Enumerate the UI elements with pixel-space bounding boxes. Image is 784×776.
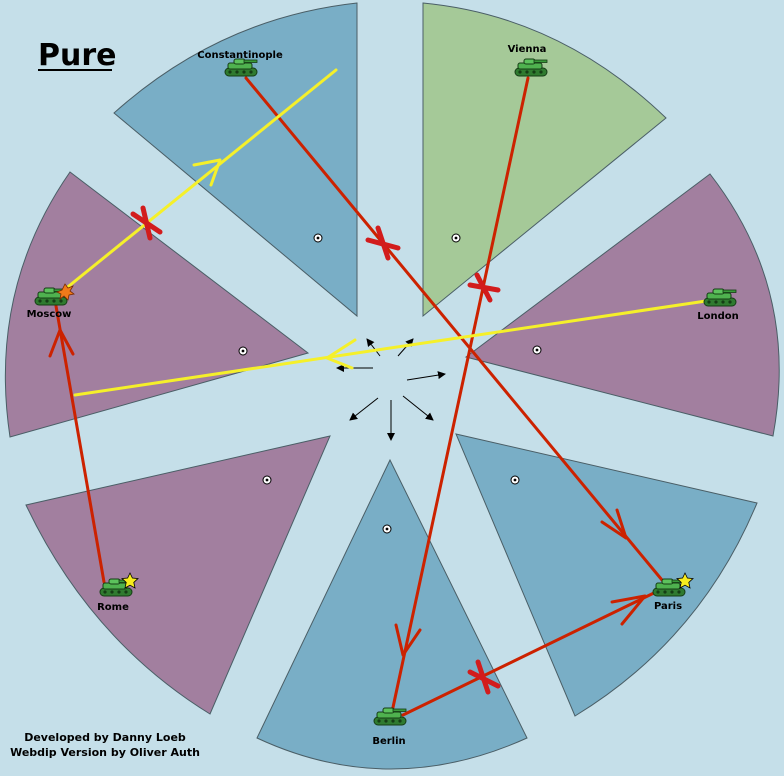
province-vienna[interactable] [422,2,667,318]
city-label-vienna: Vienna [508,44,547,55]
city-label-berlin: Berlin [372,736,405,747]
failed-order-cross-icon [467,659,501,695]
move-arrow-icon [394,623,422,657]
move-arrow-icon [54,304,106,584]
province-paris[interactable] [455,433,758,717]
failed-order-cross-icon [130,205,163,241]
move-arrow-icon [192,158,222,187]
supply-center-dot-icon [262,475,272,485]
supply-center-dot-icon [451,233,461,243]
map-title: Pure [38,38,117,73]
supply-center-dot-icon [382,524,392,534]
failed-order-cross-icon [467,272,501,303]
city-label-moscow: Moscow [27,309,72,320]
city-label-rome: Rome [97,602,129,613]
failed-order-cross-icon [365,225,401,261]
province-rome[interactable] [25,435,331,715]
city-label-constantinople: Constantinople [197,50,283,61]
order-arrows [48,68,708,717]
move-arrow-icon [73,299,708,397]
city-label-london: London [697,311,739,322]
move-arrow-icon [600,508,628,540]
supply-center-dot-icon [238,346,248,356]
supply-star-icon [121,572,139,589]
compass-arrows-icon [336,338,446,441]
province-berlin[interactable] [256,458,528,770]
move-arrow-icon [325,338,357,370]
move-arrow-icon [401,588,662,717]
supply-center-dot-icon [313,233,323,243]
supply-star-icon [676,572,694,589]
dislodged-burst-icon [56,283,75,301]
failed-order-crosses [130,205,501,695]
credit-line-2: Webdip Version by Oliver Auth [10,746,200,759]
move-arrow-icon [244,76,664,582]
move-arrow-icon [610,594,647,626]
city-label-paris: Paris [654,601,682,612]
province-constantinople[interactable] [113,2,358,318]
move-arrow-icon [62,68,338,292]
supply-center-dot-icon [532,345,542,355]
move-arrow-icon [48,328,75,358]
credit-line-1: Developed by Danny Loeb [24,731,186,744]
move-arrow-icon [390,76,530,714]
supply-center-dot-icon [510,475,520,485]
province-london[interactable] [464,173,780,437]
